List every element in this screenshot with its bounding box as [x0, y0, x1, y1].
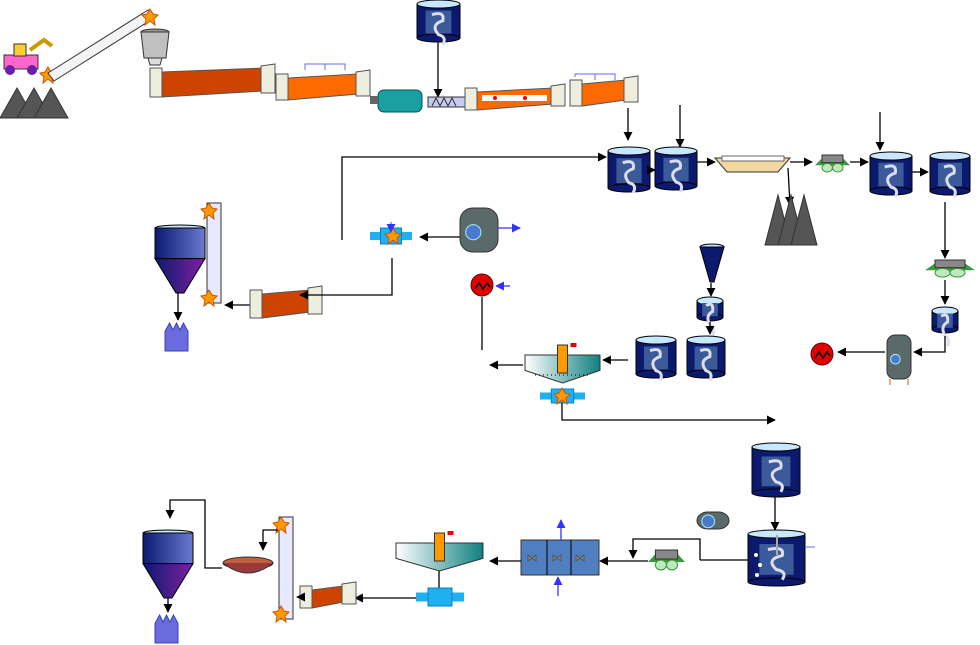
- rotary-kiln-icon: [249, 285, 323, 319]
- tank-icon: [751, 442, 801, 498]
- spray-bar-icon: [574, 73, 616, 80]
- tank-icon: [696, 296, 724, 336]
- ball-mill-icon: [370, 89, 423, 113]
- vessel-legs-icon: [889, 379, 909, 385]
- thickener-icon: [524, 343, 601, 384]
- hopper-icon: [140, 28, 170, 66]
- heater-icon: [470, 273, 494, 297]
- silo-icon: [154, 224, 206, 294]
- flow-line: [561, 403, 776, 425]
- spark-icon: [271, 516, 291, 535]
- dish-pelletizer-icon: [222, 556, 274, 574]
- filter-press-icon: [815, 154, 850, 173]
- conveyor-icon: [47, 9, 155, 82]
- spark-icon: [140, 8, 160, 27]
- thickener-tray-icon: [713, 155, 792, 173]
- tank-icon: [931, 306, 959, 347]
- bag-icon: [164, 321, 189, 352]
- loader-icon: [3, 37, 54, 75]
- thickener-icon: [395, 531, 484, 572]
- spark-icon: [199, 289, 219, 308]
- flow-line: [299, 258, 393, 300]
- flow-line: [628, 538, 701, 560]
- tank-icon: [929, 151, 971, 198]
- spark-icon: [271, 605, 291, 624]
- rotary-kiln-icon: [149, 63, 276, 98]
- tank-icon: [654, 146, 698, 193]
- bag-icon: [154, 613, 179, 644]
- flow-line: [165, 499, 222, 569]
- vessel-icon: [459, 207, 499, 253]
- spray-bar-icon: [304, 63, 346, 70]
- cone-hopper-icon: [699, 243, 725, 283]
- tank-icon: [607, 146, 651, 194]
- rotary-kiln-icon: [569, 75, 639, 107]
- mixer-icon: [416, 587, 464, 607]
- screw-conveyor-icon: [427, 96, 466, 108]
- flow-line: [258, 529, 278, 551]
- roller-bar-icon: [482, 95, 547, 101]
- silo-icon: [142, 529, 194, 599]
- tank-icon: [635, 335, 677, 382]
- spark-icon: [199, 202, 219, 221]
- tank-icon: [869, 151, 913, 198]
- tank-icon: [416, 0, 461, 46]
- rock-pile-icon: [764, 193, 818, 246]
- rotary-kiln-icon: [299, 581, 357, 609]
- rock-pile-icon: [0, 86, 69, 119]
- aerator-bubbles-icon: [754, 535, 815, 577]
- tank-icon: [686, 335, 726, 382]
- spark-icon: [552, 387, 572, 406]
- vessel-icon: [696, 511, 730, 530]
- spark-icon: [383, 227, 403, 246]
- flow-line: [341, 152, 607, 240]
- reactor-box-icon: [520, 539, 600, 576]
- filter-press-icon: [925, 259, 975, 278]
- flow-line: [913, 336, 946, 357]
- heater-icon: [810, 342, 834, 366]
- rotary-kiln-icon: [275, 69, 371, 101]
- filter-press-icon: [648, 549, 685, 571]
- vessel-icon: [886, 334, 912, 380]
